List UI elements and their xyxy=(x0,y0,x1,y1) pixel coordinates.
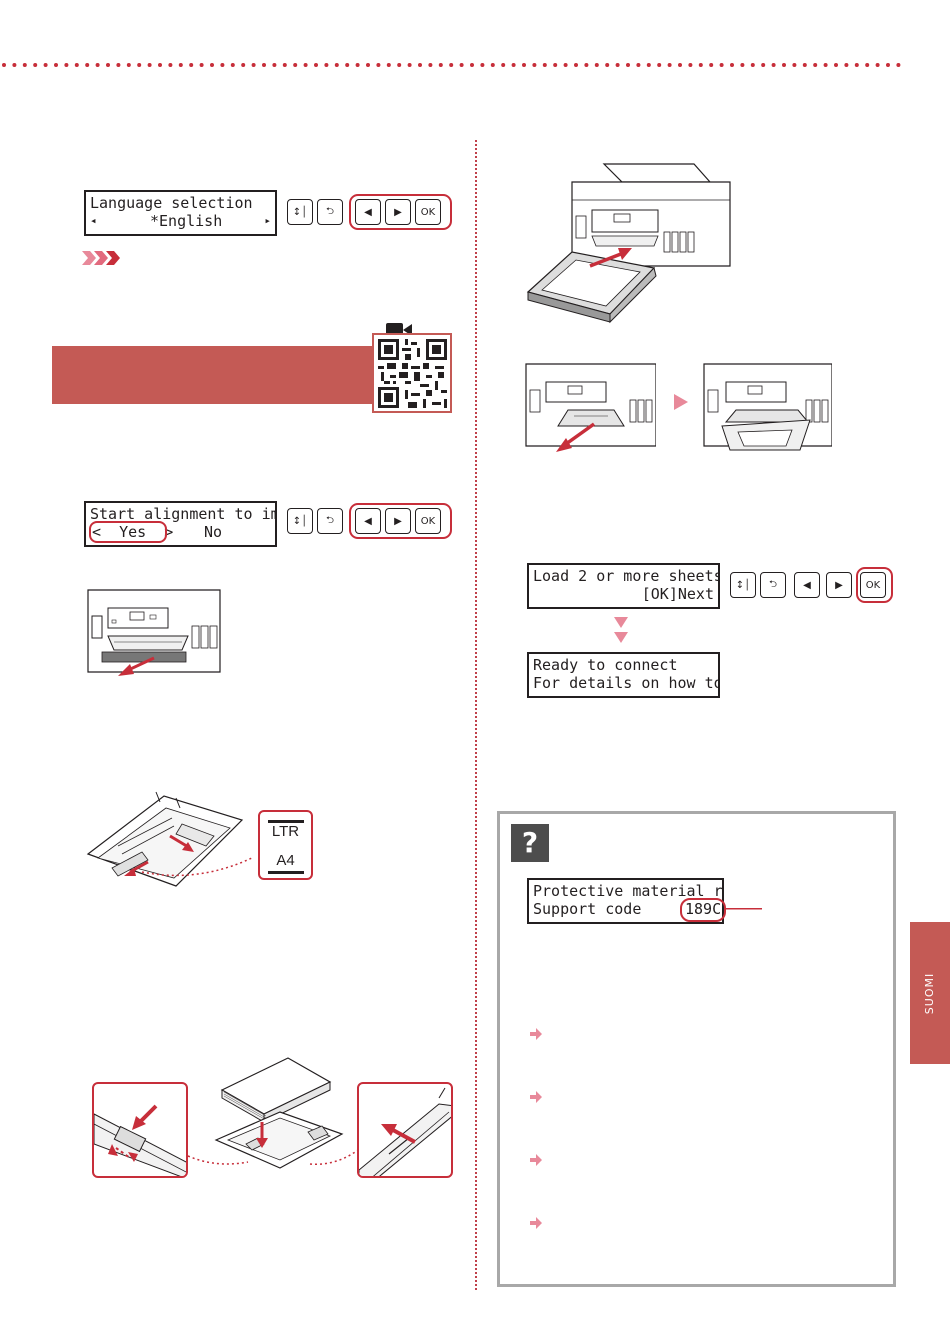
left-button[interactable]: ◀ xyxy=(355,508,381,534)
highlight-yes-option xyxy=(89,521,167,543)
setup-icon: ↕│ xyxy=(292,515,308,527)
lcd-error-message: Protective material rem Support code 189… xyxy=(527,878,724,924)
ok-label: OK xyxy=(865,579,881,591)
highlight-ok-key xyxy=(856,567,893,603)
lcd-line-2: For details on how to co xyxy=(533,674,718,692)
qr-code-frame[interactable] xyxy=(372,333,452,413)
back-icon: ⮌ xyxy=(768,578,777,590)
bullet-arrow-icon xyxy=(530,1091,542,1103)
left-button[interactable]: ◀ xyxy=(355,199,381,225)
operation-panel-1: ↕│ ⮌ ◀ ▶ OK xyxy=(287,199,452,227)
down-sequence-icon xyxy=(614,617,628,643)
ok-label: OK xyxy=(420,515,436,527)
lcd-line-1: Language selection xyxy=(90,194,253,212)
operation-panel-2: ↕│ ⮌ ◀ ▶ OK xyxy=(287,508,452,536)
back-button[interactable]: ⮌ xyxy=(317,508,343,534)
callout-left-guide xyxy=(92,1082,188,1178)
back-icon: ⮌ xyxy=(325,205,334,217)
highlight-nav-keys-2 xyxy=(349,503,452,539)
important-chevrons-icon xyxy=(82,251,120,265)
printer-insert-cassette-illustration xyxy=(526,163,731,324)
paper-size-marking: LTR A4 xyxy=(258,810,313,880)
lcd-left-indicator: ◂ xyxy=(90,214,97,227)
ok-button[interactable]: OK xyxy=(860,572,886,598)
right-arrow-icon: ▶ xyxy=(394,206,402,218)
right-arrow-icon: ▶ xyxy=(394,515,402,527)
setup-icon: ↕│ xyxy=(735,579,751,591)
sequence-arrow-icon xyxy=(674,394,688,410)
printer-front-illustration xyxy=(87,589,221,676)
bullet-arrow-icon xyxy=(530,1217,542,1229)
lcd-language-selection: Language selection ◂ *English ▸ xyxy=(84,190,277,236)
top-dotted-divider xyxy=(2,63,905,67)
output-tray-open-illustration xyxy=(525,363,656,452)
bullet-arrow-icon xyxy=(530,1028,542,1040)
ok-label: OK xyxy=(420,206,436,218)
lcd-language-value: *English xyxy=(150,212,223,230)
lcd-line-1: Start alignment to impro xyxy=(90,505,275,523)
guide-slide-closeup xyxy=(94,1104,186,1176)
lcd-support-code-value: 189C xyxy=(685,900,722,918)
qr-code-icon xyxy=(375,336,450,411)
paper-into-cassette-illustration xyxy=(214,1057,344,1169)
lcd-start-alignment: Start alignment to impro < Yes > No xyxy=(84,501,277,547)
bullet-arrow-icon xyxy=(530,1154,542,1166)
setup-icon: ↕│ xyxy=(292,206,308,218)
ok-button[interactable]: OK xyxy=(415,508,441,534)
callout-connector-lines xyxy=(187,1149,359,1165)
back-icon: ⮌ xyxy=(325,514,334,526)
left-arrow-icon: ◀ xyxy=(364,206,372,218)
left-arrow-icon: ◀ xyxy=(803,579,811,591)
highlight-support-code xyxy=(680,898,726,922)
lcd-support-code-label: Support code xyxy=(533,900,642,918)
ok-button[interactable]: OK xyxy=(415,199,441,225)
output-tray-extended-illustration xyxy=(703,363,832,451)
section-banner xyxy=(52,346,372,404)
paper-size-ltr: LTR xyxy=(271,823,300,840)
guide-align-closeup xyxy=(359,1087,451,1176)
right-button[interactable]: ▶ xyxy=(385,199,411,225)
setup-button[interactable]: ↕│ xyxy=(287,199,313,225)
operation-panel-3: ↕│ ⮌ ◀ ▶ OK xyxy=(730,572,895,600)
back-button[interactable]: ⮌ xyxy=(760,572,786,598)
back-button[interactable]: ⮌ xyxy=(317,199,343,225)
lcd-line-1: Ready to connect xyxy=(533,656,678,674)
left-arrow-icon: ◀ xyxy=(364,515,372,527)
right-arrow-icon: ▶ xyxy=(835,579,843,591)
left-button[interactable]: ◀ xyxy=(794,572,820,598)
paper-size-top-line xyxy=(268,820,304,823)
lcd-option-yes: < Yes > xyxy=(92,523,174,541)
setup-button[interactable]: ↕│ xyxy=(287,508,313,534)
right-button[interactable]: ▶ xyxy=(826,572,852,598)
lcd-option-no: No xyxy=(204,523,223,541)
help-question-icon: ? xyxy=(511,824,549,862)
language-side-tab-label: SUOMI xyxy=(923,972,937,1014)
setup-button[interactable]: ↕│ xyxy=(730,572,756,598)
support-code-leader-line xyxy=(726,908,762,910)
column-divider xyxy=(475,140,477,1290)
lcd-line-1: Load 2 or more sheets of xyxy=(533,567,720,585)
lcd-right-indicator: ▸ xyxy=(264,214,271,227)
right-button[interactable]: ▶ xyxy=(385,508,411,534)
cassette-guides-illustration xyxy=(86,791,252,887)
paper-size-a4: A4 xyxy=(276,852,295,869)
lcd-line-1: Protective material rem xyxy=(533,882,724,900)
highlight-nav-keys-1 xyxy=(349,194,452,230)
lcd-ready-to-connect: Ready to connect For details on how to c… xyxy=(527,652,720,698)
lcd-line-2: [OK]Next xyxy=(641,585,714,603)
callout-right-guide xyxy=(357,1082,453,1178)
paper-size-bottom-line xyxy=(268,871,304,874)
lcd-load-paper: Load 2 or more sheets of [OK]Next xyxy=(527,563,720,609)
language-side-tab xyxy=(910,922,950,1064)
